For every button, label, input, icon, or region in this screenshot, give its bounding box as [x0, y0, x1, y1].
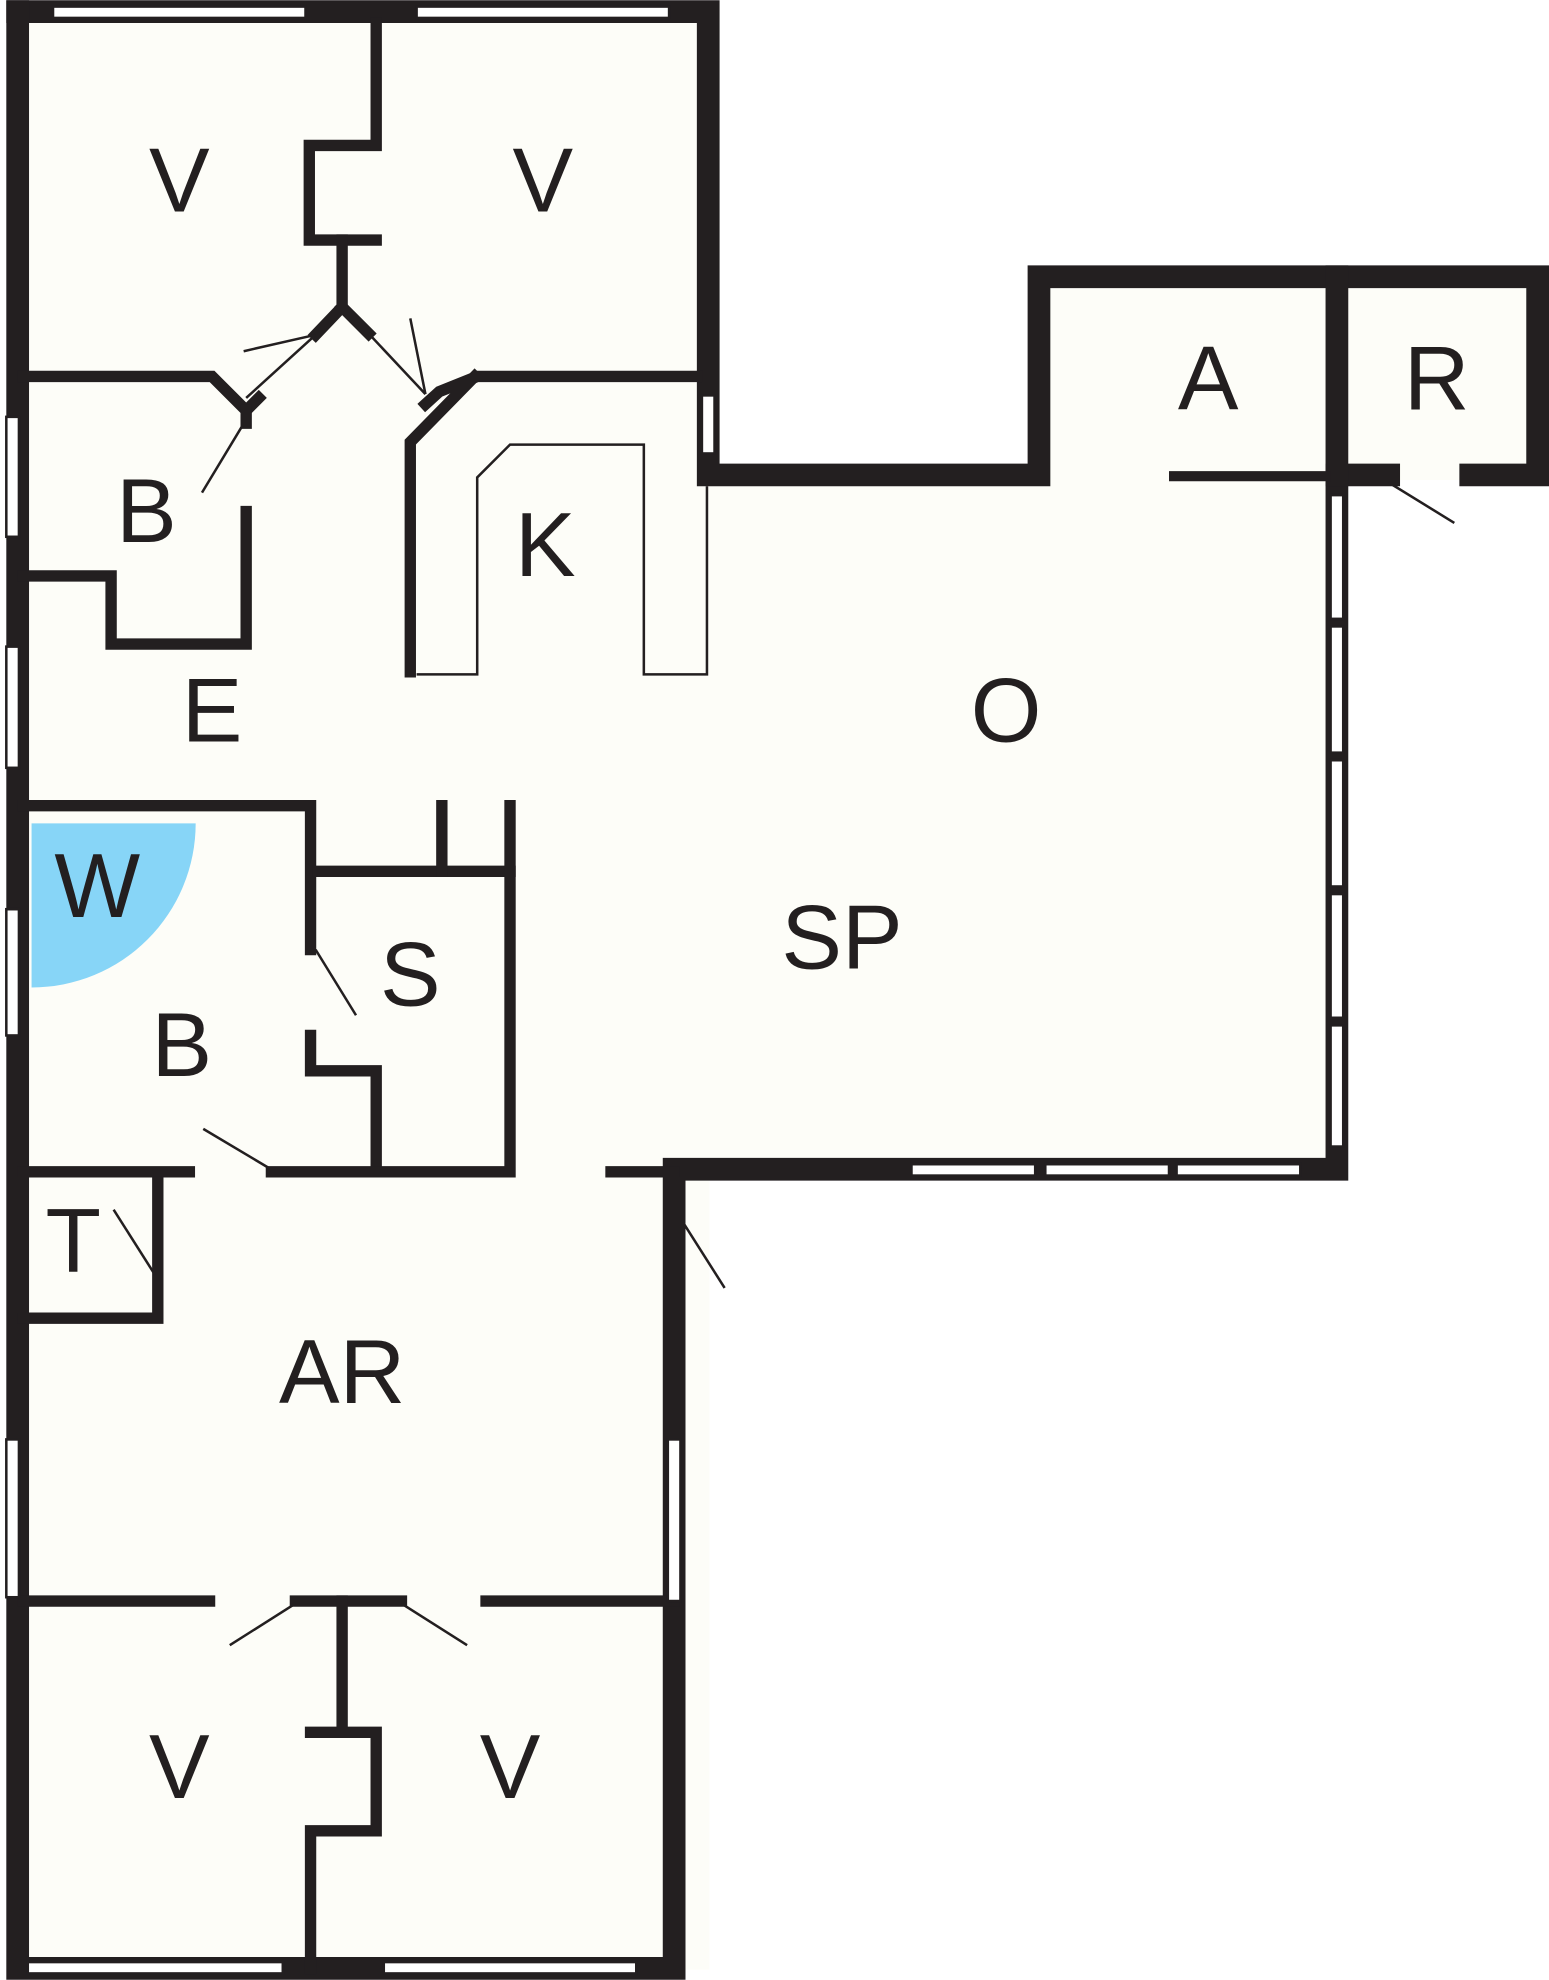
room-label-r: R [1404, 328, 1470, 429]
room-label-e: E [182, 661, 243, 762]
room-label-w: W [54, 836, 140, 937]
room-label-v2: V [513, 130, 574, 231]
interior-walls [17, 17, 1331, 1975]
room-labels: V V B K E A R O W S SP B T AR V V [45, 130, 1469, 1818]
washroom-highlight [31, 823, 196, 988]
room-label-ar: AR [279, 1322, 405, 1423]
windows [5, 5, 1345, 1975]
room-label-b2: B [151, 995, 212, 1096]
room-label-t: T [45, 1191, 101, 1292]
room-label-k: K [515, 495, 576, 596]
room-label-a: A [1178, 328, 1239, 429]
room-label-v1: V [149, 130, 210, 231]
room-label-v4: V [480, 1717, 541, 1818]
room-label-v3: V [149, 1717, 210, 1818]
room-label-b1: B [116, 461, 177, 562]
room-label-sp: SP [781, 888, 902, 989]
kitchen-counter [416, 443, 709, 676]
doors [112, 318, 1455, 1647]
room-label-o: O [971, 661, 1042, 762]
room-label-s: S [380, 924, 441, 1025]
floor-area [17, 12, 1539, 1970]
